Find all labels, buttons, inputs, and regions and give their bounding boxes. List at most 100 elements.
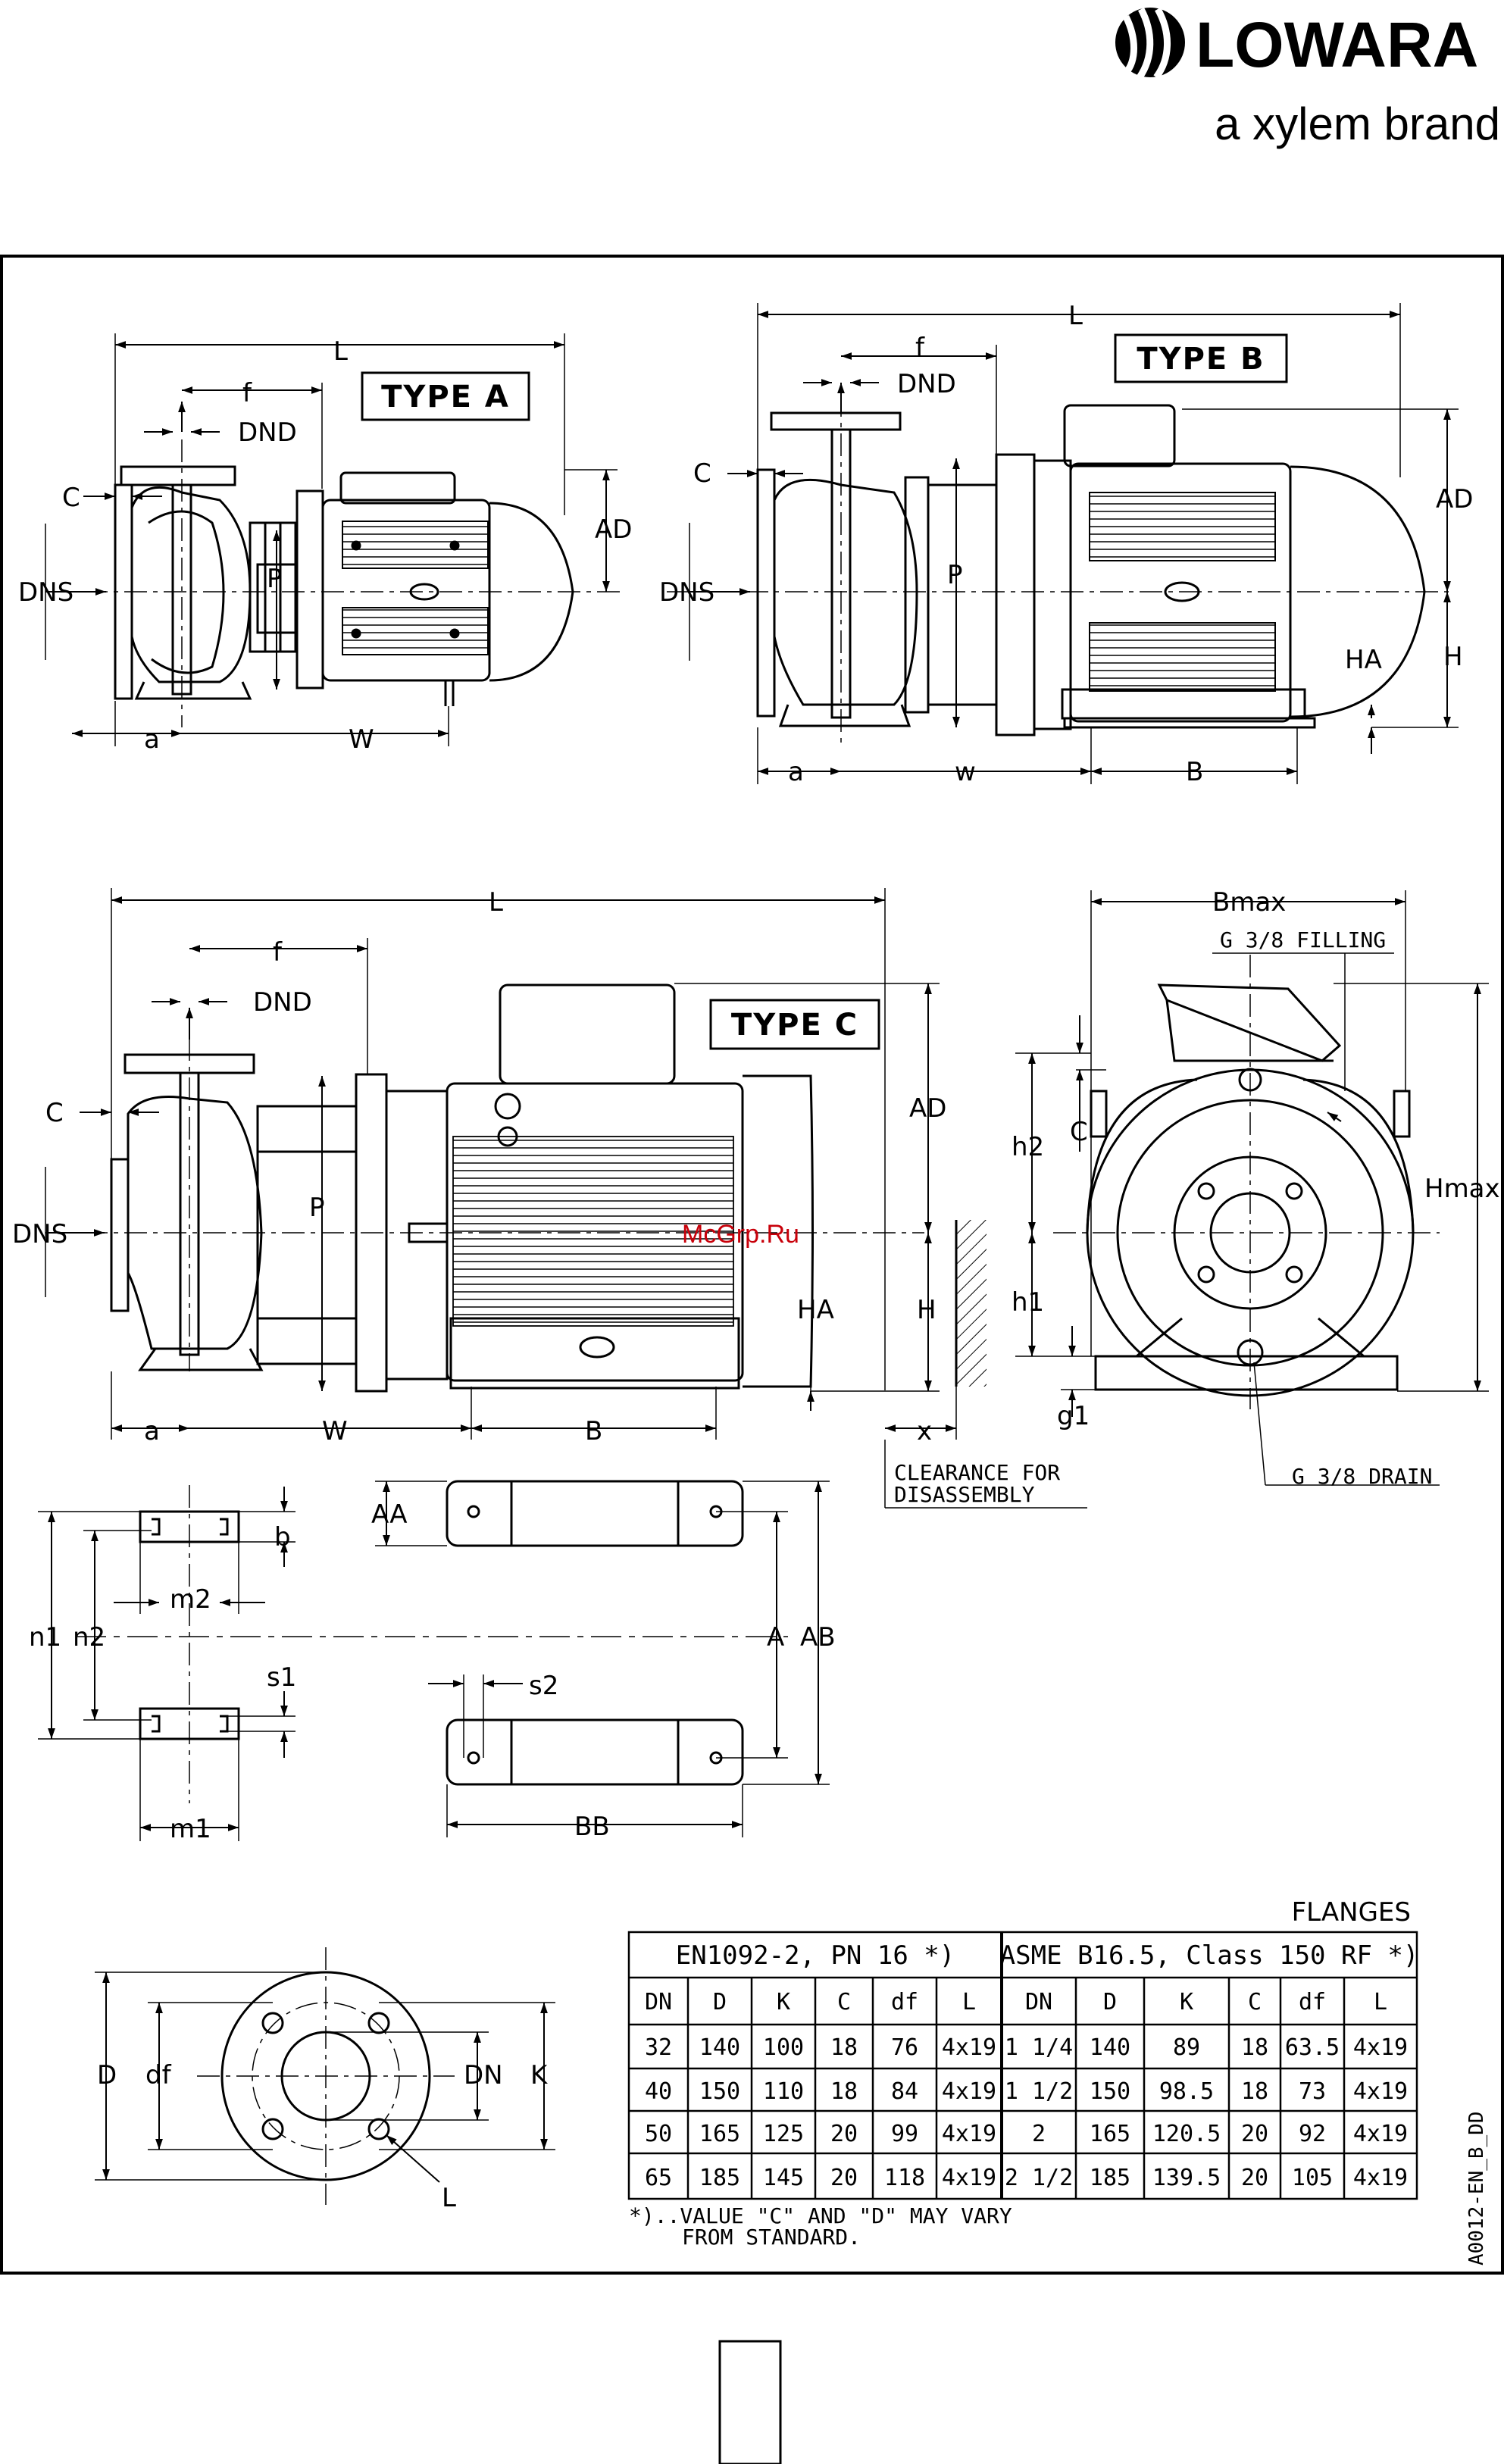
dim-DN: DN — [464, 2060, 503, 2090]
table-cell: 63.5 — [1285, 2034, 1340, 2061]
flange-view — [95, 1947, 555, 2205]
dim-P: P — [947, 560, 963, 590]
dim-C: C — [693, 458, 711, 489]
table-cell: 18 — [1241, 2034, 1268, 2061]
table-cell: 185 — [699, 2165, 740, 2191]
type-b-heading: TYPE B — [1137, 342, 1265, 377]
foot-detail — [38, 1485, 788, 1841]
drawing-code: A0012-EN_B_DD — [1465, 2112, 1488, 2266]
table-cell: 65 — [645, 2165, 672, 2191]
table-cell: 20 — [830, 2165, 858, 2191]
table-note-line-2: FROM STANDARD. — [682, 2225, 861, 2250]
dim-HA: HA — [797, 1295, 834, 1325]
type-a-view — [45, 333, 621, 746]
swirl-logo-icon — [1115, 7, 1185, 80]
drain-port-label: G 3/8 DRAIN — [1292, 1464, 1432, 1489]
table-header-cell: DN — [1025, 1989, 1052, 2015]
dim-DNS: DNS — [659, 577, 714, 608]
table-cell: 18 — [830, 2078, 858, 2105]
dim-L: L — [489, 887, 503, 918]
table-cell: 4x19 — [1353, 2165, 1408, 2191]
dim-BB: BB — [574, 1812, 610, 1842]
table-cell: 84 — [891, 2078, 918, 2105]
type-a-title: TYPE A — [361, 371, 530, 421]
dim-P: P — [267, 564, 283, 594]
dim-AD: AD — [909, 1093, 946, 1124]
dim-n1: n1 — [29, 1622, 61, 1653]
table-cell: 20 — [1241, 2121, 1268, 2147]
table-cell: 76 — [891, 2034, 918, 2061]
table-cell: 4x19 — [942, 2034, 996, 2061]
dim-HA: HA — [1345, 645, 1382, 675]
flanges-table: FLANGES EN1092-2, PN 16 *) ASME B16.5, C… — [627, 1897, 1419, 2250]
dim-DNS: DNS — [18, 577, 73, 608]
table-cell: 2 — [1032, 2121, 1046, 2147]
table-header-cell: df — [891, 1989, 918, 2015]
dim-a: a — [788, 757, 804, 787]
dim-bolt-L: L — [442, 2183, 456, 2213]
dim-f: f — [915, 333, 925, 363]
table-cell: 165 — [699, 2121, 740, 2147]
dim-h1: h1 — [1012, 1287, 1044, 1318]
lowara-logo: LOWARA a xylem brand — [1115, 7, 1500, 149]
table-cell: 165 — [1090, 2121, 1130, 2147]
dim-L: L — [1068, 301, 1083, 331]
base-detail-labels: AA A AB s2 BB — [371, 1499, 836, 1842]
type-a-labels: L f DND C DNS P AD a W — [18, 336, 632, 755]
dim-C: C — [1070, 1117, 1088, 1147]
table-header-cell: K — [777, 1989, 790, 2015]
dim-f: f — [242, 378, 252, 408]
dim-C: C — [45, 1098, 64, 1128]
foot-detail-labels: b m2 n1 n2 s1 m1 — [29, 1522, 296, 1844]
table-header-cell: D — [713, 1989, 727, 2015]
type-c-view — [45, 888, 1087, 1509]
table-cell: 140 — [699, 2034, 740, 2061]
table-header-cell: df — [1299, 1989, 1326, 2015]
table-header-cell: L — [1374, 1989, 1387, 2015]
table-cell: 150 — [1090, 2078, 1130, 2105]
dim-h2: h2 — [1012, 1132, 1044, 1162]
dim-K: K — [530, 2060, 549, 2090]
table-header-cell: D — [1103, 1989, 1117, 2015]
table-cell: 92 — [1299, 2121, 1326, 2147]
type-b-labels: L f DND C DNS P AD H HA a w B — [659, 301, 1473, 787]
dim-a: a — [144, 724, 160, 755]
table-cell: 4x19 — [942, 2165, 996, 2191]
dim-a: a — [144, 1416, 160, 1446]
type-c-heading: TYPE C — [731, 1008, 858, 1043]
type-c-title: TYPE C — [709, 999, 880, 1050]
table-cell: 120.5 — [1152, 2121, 1221, 2147]
table-cell: 50 — [645, 2121, 672, 2147]
table-cell: 4x19 — [942, 2121, 996, 2147]
table-group-asme: ASME B16.5, Class 150 RF *) — [1000, 1940, 1419, 1971]
table-cell: 145 — [763, 2165, 804, 2191]
table-cell: 2 1/2 — [1005, 2165, 1073, 2191]
side-view — [1015, 890, 1489, 1486]
table-cell: 18 — [830, 2034, 858, 2061]
dim-x: x — [917, 1416, 932, 1446]
logo-text: LOWARA — [1196, 9, 1478, 80]
dim-W: W — [322, 1416, 348, 1446]
dim-w: w — [955, 757, 976, 787]
dim-AD: AD — [595, 514, 632, 545]
dim-b: b — [274, 1522, 291, 1553]
dim-L: L — [333, 336, 348, 367]
dim-s2: s2 — [529, 1671, 558, 1701]
dim-s1: s1 — [267, 1662, 296, 1693]
side-view-labels: Bmax G 3/8 FILLING Hmax h2 h1 C g1 G 3/8… — [1012, 887, 1500, 1489]
table-cell: 1 1/2 — [1005, 2078, 1073, 2105]
table-group-en1092: EN1092-2, PN 16 *) — [676, 1940, 955, 1971]
dim-f: f — [273, 937, 283, 968]
table-cell: 73 — [1299, 2078, 1326, 2105]
table-note-line-1: *)..VALUE "C" AND "D" MAY VARY — [629, 2203, 1012, 2228]
table-cell: 4x19 — [1353, 2078, 1408, 2105]
table-cell: 98.5 — [1159, 2078, 1214, 2105]
dim-AB: AB — [800, 1622, 836, 1653]
table-cell: 32 — [645, 2034, 672, 2061]
dim-df: df — [145, 2060, 172, 2090]
type-a-heading: TYPE A — [381, 380, 510, 414]
dim-B: B — [585, 1416, 602, 1446]
table-header-cell: DN — [645, 1989, 672, 2015]
